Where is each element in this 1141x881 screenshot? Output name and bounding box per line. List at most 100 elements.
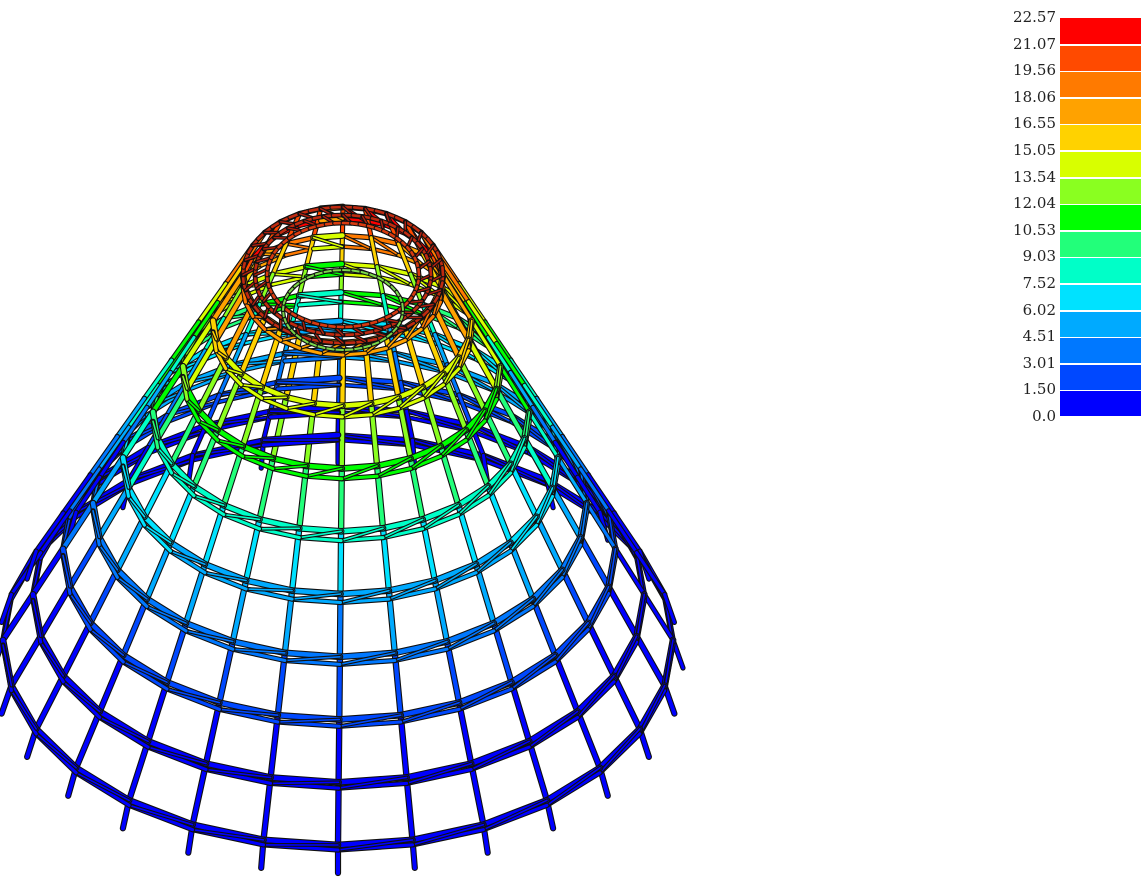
ring-chord: [244, 300, 255, 318]
ring-web: [146, 605, 187, 625]
radial-member: [143, 358, 174, 400]
legend-swatch: [1060, 204, 1141, 231]
legend-label: 1.50: [1022, 380, 1056, 399]
radial-member: [579, 467, 611, 513]
radial-member: [9, 634, 43, 688]
radial-member: [585, 501, 617, 551]
radial-member: [146, 680, 170, 744]
radial-member: [607, 509, 639, 555]
legend-swatch: [1060, 177, 1141, 204]
ring-web: [376, 265, 412, 286]
ring-web: [169, 550, 206, 566]
radial-member: [612, 511, 642, 553]
ring-web: [458, 338, 470, 370]
radial-member: [88, 567, 120, 625]
ring-web: [388, 579, 436, 600]
ring-web: [434, 563, 477, 590]
radial-member: [438, 288, 471, 342]
radial-member: [216, 266, 243, 304]
legend-swatch: [1060, 44, 1141, 71]
radial-member: [97, 653, 126, 714]
radial-member: [397, 242, 413, 276]
ring-web: [340, 291, 384, 306]
radial-member: [337, 654, 342, 722]
radial-member: [634, 634, 667, 688]
radial-member: [184, 349, 207, 385]
legend-swatch: [1060, 390, 1141, 417]
radial-member: [508, 461, 539, 519]
radial-member: [155, 386, 190, 441]
ring-web: [411, 823, 485, 846]
radial-member: [169, 335, 196, 374]
legend-separator: [1060, 230, 1141, 232]
radial-member: [551, 425, 583, 471]
ring-web: [128, 459, 194, 481]
legend-swatch: [1060, 337, 1141, 364]
ring-web: [422, 372, 445, 400]
radial-member: [60, 501, 96, 551]
radial-member: [642, 592, 675, 642]
radial-member: [375, 265, 385, 297]
ring-web: [382, 518, 424, 539]
crown-ring: [417, 267, 421, 277]
ring-web: [170, 472, 195, 488]
ring-web: [75, 771, 130, 802]
ring-web: [341, 402, 373, 418]
legend-label: 13.54: [1013, 167, 1056, 186]
radial-member: [405, 409, 414, 442]
radial-member: [88, 435, 119, 477]
radial-member: [509, 370, 535, 409]
ring-web: [340, 465, 378, 480]
radial-member: [404, 775, 415, 843]
radial-member: [184, 337, 219, 392]
ring-web: [39, 641, 65, 677]
legend-separator: [1060, 151, 1141, 152]
ring-web: [510, 654, 557, 690]
ring-web: [147, 746, 207, 765]
radial-member: [34, 673, 66, 732]
legend-separator: [1060, 390, 1141, 392]
ring-web: [191, 828, 265, 841]
radial-member: [115, 514, 147, 572]
ring-web: [457, 485, 490, 516]
ring-web: [98, 544, 119, 571]
radial-member: [474, 562, 496, 626]
radial-member: [387, 322, 397, 355]
ring-web: [339, 589, 390, 604]
ring-web: [399, 701, 460, 723]
radial-member: [339, 291, 343, 323]
ring-web: [193, 494, 225, 507]
ring-web: [599, 728, 641, 774]
legend-swatch: [1060, 97, 1141, 124]
radial-member: [369, 236, 379, 269]
ring-web: [245, 588, 293, 592]
ring-web: [216, 439, 244, 448]
radial-member: [530, 596, 558, 658]
radial-member: [90, 455, 126, 506]
ring-web: [156, 446, 173, 465]
legend-swatch: [1060, 257, 1141, 284]
radial-member: [486, 335, 512, 374]
radial-member: [456, 355, 487, 413]
radial-member: [190, 761, 209, 827]
radial-member: [304, 236, 316, 269]
radial-member: [527, 410, 560, 459]
ring-web: [421, 504, 460, 530]
radial-member: [553, 653, 580, 714]
radial-member: [441, 273, 474, 323]
ring-web: [446, 622, 495, 651]
legend-label: 9.03: [1022, 247, 1056, 266]
ring-web: [232, 360, 286, 366]
radial-member: [335, 780, 341, 848]
radial-member: [38, 584, 73, 639]
legend-separator: [1060, 177, 1141, 179]
radial-member: [142, 461, 174, 519]
radial-member: [197, 282, 228, 324]
ring-chord: [263, 327, 283, 342]
ring-web: [405, 762, 473, 785]
ring-web: [528, 710, 579, 748]
radial-member: [433, 333, 449, 367]
ring-web: [92, 509, 100, 539]
support-leg: [25, 549, 38, 581]
